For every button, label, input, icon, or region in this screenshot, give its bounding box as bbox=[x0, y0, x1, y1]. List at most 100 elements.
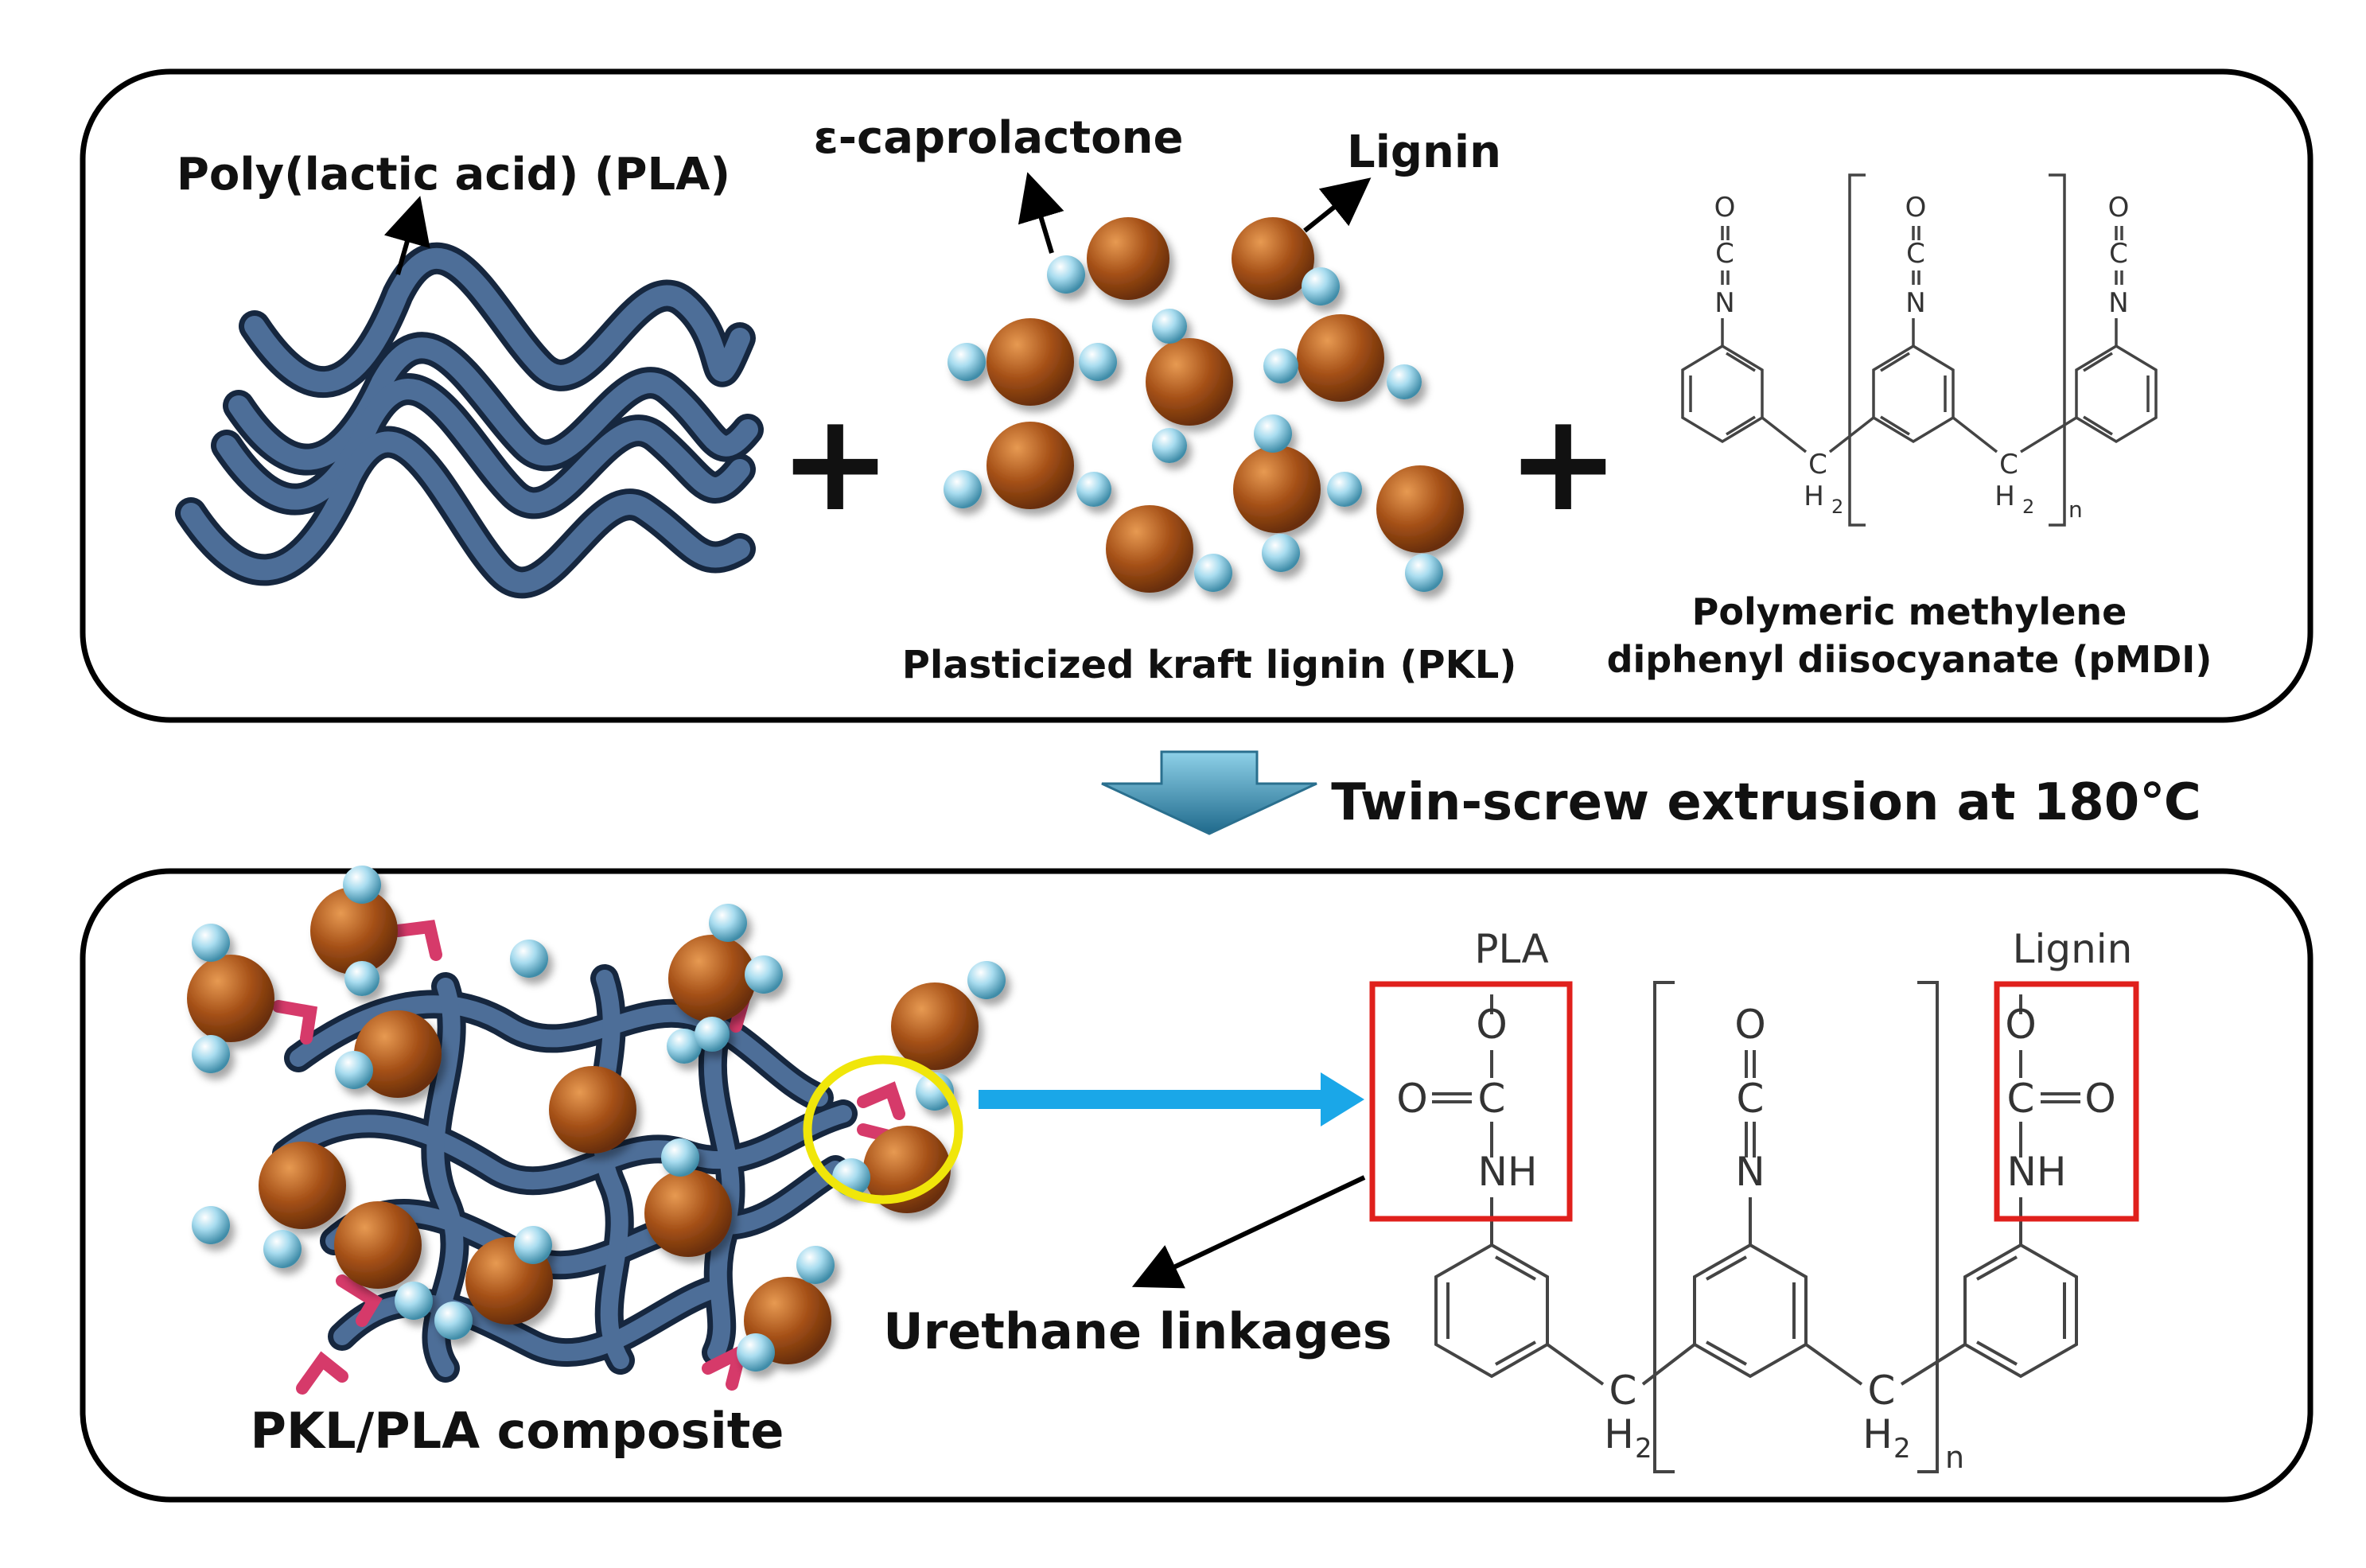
caprolactone-sphere bbox=[192, 924, 230, 962]
lignin-sphere bbox=[549, 1066, 636, 1154]
ch2-hydrogen: H bbox=[1862, 1411, 1893, 1457]
ch2-subscript: 2 bbox=[1635, 1433, 1652, 1465]
caprolactone-sphere bbox=[967, 961, 1006, 999]
pmdi-atom-labels: O C N O C N O C N C H 2 C H 2 n bbox=[1714, 192, 2130, 523]
lignin-sphere bbox=[187, 955, 274, 1042]
plus-sign-1: + bbox=[779, 384, 892, 542]
lignin-sphere bbox=[259, 1142, 346, 1229]
plus-sign-2: + bbox=[1507, 384, 1620, 542]
atom-N: N bbox=[1735, 1149, 1765, 1195]
pmdi-caption-line2: diphenyl diisocyanate (pMDI) bbox=[1607, 638, 2212, 681]
urethane-label: Urethane linkages bbox=[883, 1302, 1391, 1360]
atom-C: C bbox=[1715, 238, 1734, 270]
atom-O: O bbox=[2108, 192, 2130, 224]
ch2-carbon: C bbox=[1609, 1368, 1637, 1414]
atom-C: C bbox=[2007, 1076, 2035, 1122]
caprolactone-sphere bbox=[667, 1029, 702, 1064]
caprolactone-sphere bbox=[1194, 554, 1232, 592]
atom-O: O bbox=[1396, 1076, 1427, 1122]
caprolactone-sphere bbox=[343, 866, 381, 904]
pkl-particles bbox=[944, 217, 1464, 593]
caprolactone-label: ε-caprolactone bbox=[814, 112, 1184, 164]
caprolactone-sphere bbox=[1302, 267, 1340, 305]
caprolactone-sphere bbox=[434, 1301, 473, 1340]
caprolactone-sphere bbox=[1254, 414, 1292, 453]
lignin-sphere bbox=[986, 318, 1074, 406]
ch2-subscript: 2 bbox=[1831, 496, 1843, 518]
caprolactone-sphere bbox=[514, 1226, 552, 1264]
lignin-sphere bbox=[891, 982, 979, 1070]
ch2-carbon: C bbox=[1808, 449, 1827, 481]
urethane-structure bbox=[1432, 981, 2080, 1473]
atom-N: N bbox=[2108, 287, 2128, 319]
caprolactone-sphere bbox=[661, 1138, 699, 1177]
atom-NH: NH bbox=[1478, 1149, 1538, 1195]
atom-O: O bbox=[2005, 1002, 2036, 1048]
lignin-sphere bbox=[334, 1201, 422, 1289]
lignin-sphere bbox=[986, 422, 1074, 509]
caprolactone-sphere bbox=[737, 1333, 775, 1372]
ch2-subscript: 2 bbox=[1893, 1433, 1911, 1465]
repeat-n: n bbox=[2068, 496, 2083, 523]
ch2-carbon: C bbox=[1868, 1368, 1896, 1414]
caprolactone-sphere bbox=[510, 940, 548, 978]
caprolactone-sphere bbox=[1387, 364, 1422, 399]
process-arrow bbox=[1101, 750, 1317, 835]
caprolactone-sphere bbox=[192, 1206, 230, 1244]
caprolactone-sphere bbox=[948, 343, 986, 381]
lignin-sphere bbox=[354, 1010, 442, 1098]
atom-C: C bbox=[1906, 238, 1925, 270]
atom-O: O bbox=[1714, 192, 1736, 224]
lignin-sphere bbox=[1087, 217, 1169, 300]
pmdi-caption-line1: Polymeric methylene bbox=[1692, 590, 2127, 633]
atom-C: C bbox=[1737, 1076, 1765, 1122]
caprolactone-sphere bbox=[344, 961, 379, 996]
caprolactone-sphere bbox=[1152, 428, 1187, 463]
lignin-sphere bbox=[1297, 314, 1384, 402]
atom-C: C bbox=[1478, 1076, 1506, 1122]
caprolactone-sphere bbox=[709, 904, 747, 942]
pla-chains bbox=[175, 243, 764, 599]
lignin-sphere bbox=[644, 1169, 732, 1257]
highlight-circle bbox=[803, 1055, 963, 1204]
urethane-highlight-box-left bbox=[1369, 981, 1573, 1222]
ch2-carbon: C bbox=[1999, 449, 2018, 481]
lignin-sphere bbox=[1233, 445, 1321, 533]
caprolactone-sphere bbox=[944, 470, 982, 508]
lignin-sphere bbox=[310, 887, 398, 975]
caprolactone-sphere bbox=[263, 1230, 302, 1268]
pkl-caption: Plasticized kraft lignin (PKL) bbox=[902, 643, 1517, 687]
composite-caption: PKL/PLA composite bbox=[251, 1402, 784, 1460]
lignin-sphere bbox=[1376, 465, 1464, 553]
atom-O: O bbox=[1905, 192, 1927, 224]
atom-N: N bbox=[1905, 287, 1925, 319]
pmdi-structure bbox=[1681, 173, 2158, 527]
atom-O: O bbox=[1734, 1002, 1765, 1048]
lignin-sphere bbox=[1146, 338, 1233, 426]
lignin-sphere bbox=[863, 1126, 951, 1213]
ch2-hydrogen: H bbox=[1804, 481, 1824, 512]
caprolactone-sphere bbox=[1047, 255, 1085, 294]
atom-NH: NH bbox=[2007, 1149, 2067, 1195]
pla-pointer-arrow bbox=[383, 196, 430, 275]
ch2-hydrogen: H bbox=[1994, 481, 2015, 512]
ch2-subscript: 2 bbox=[2022, 496, 2034, 518]
ch2-hydrogen: H bbox=[1604, 1411, 1634, 1457]
caprolactone-sphere bbox=[1152, 309, 1187, 344]
connector-arrow bbox=[979, 1072, 1364, 1126]
lignin-sphere bbox=[668, 935, 756, 1022]
repeat-n: n bbox=[1945, 1440, 1964, 1475]
lignin-sphere bbox=[1232, 217, 1314, 300]
process-label: Twin-screw extrusion at 180℃ bbox=[1331, 773, 2201, 832]
atom-O: O bbox=[1476, 1002, 1507, 1048]
lignin-pointer-arrow bbox=[1303, 177, 1372, 233]
caprolactone-sphere bbox=[192, 1035, 230, 1073]
caprolactone-sphere bbox=[335, 1051, 373, 1089]
caprolactone-sphere bbox=[745, 955, 783, 994]
caprolactone-sphere bbox=[695, 1017, 730, 1052]
urethane-pointer-arrow bbox=[1131, 1175, 1366, 1289]
pla-label: Poly(lactic acid) (PLA) bbox=[177, 149, 730, 200]
caprolactone-sphere bbox=[1405, 554, 1443, 592]
caprolactone-sphere bbox=[796, 1246, 835, 1284]
